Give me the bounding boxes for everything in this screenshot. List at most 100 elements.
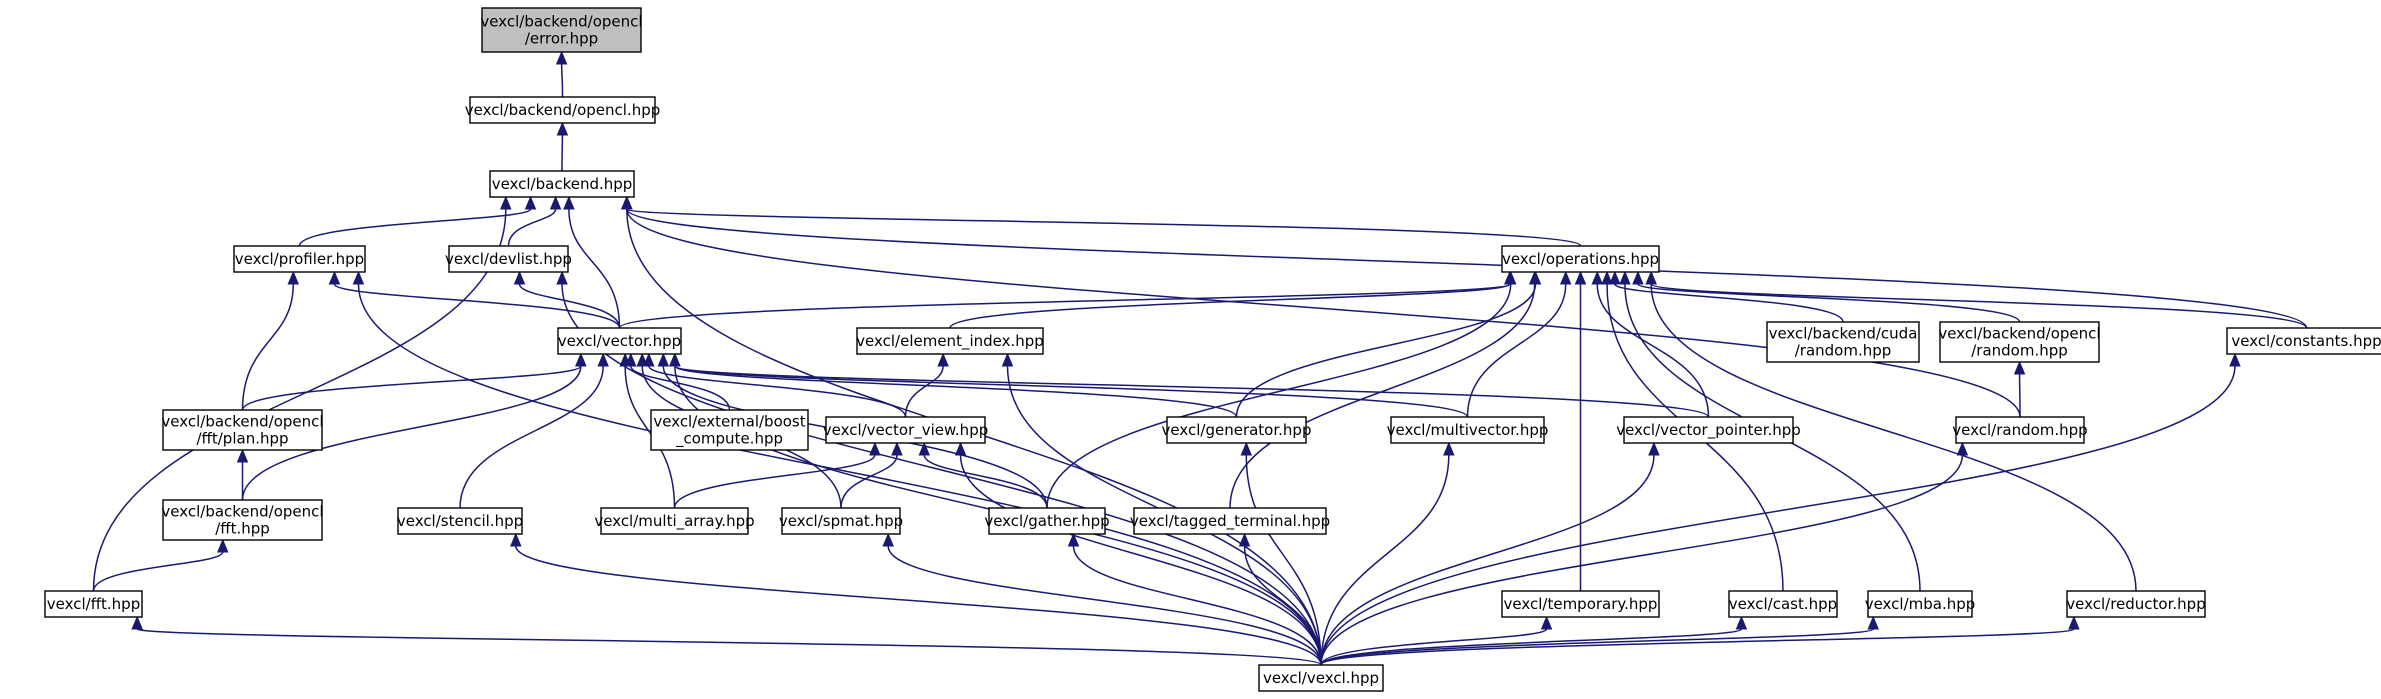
node-multiarray[interactable]: vexcl/multi_array.hpp bbox=[594, 507, 755, 535]
edge-line bbox=[673, 454, 876, 509]
edge-line bbox=[674, 365, 1469, 418]
edge-vexcl-includes-vview bbox=[954, 441, 1322, 666]
edge-backend-includes-opencl bbox=[556, 121, 569, 172]
edge-line bbox=[1320, 628, 2075, 666]
edge-line bbox=[1320, 628, 1548, 666]
arrowhead bbox=[555, 50, 568, 65]
edge-layer bbox=[92, 50, 2308, 666]
edge-vview-includes-elemidx bbox=[904, 352, 949, 418]
arrowhead bbox=[131, 615, 143, 630]
node-gather[interactable]: vexcl/gather.hpp bbox=[984, 507, 1110, 535]
node-box bbox=[1623, 416, 1794, 444]
node-box bbox=[1501, 245, 1660, 273]
node-tagged[interactable]: vexcl/tagged_terminal.hpp bbox=[1130, 507, 1330, 535]
edge-line bbox=[624, 365, 676, 509]
node-vector[interactable]: vexcl/vector.hpp bbox=[557, 327, 682, 355]
arrowhead bbox=[1609, 270, 1621, 285]
edge-vexcl-includes-tagged bbox=[1238, 532, 1322, 666]
arrowhead bbox=[510, 532, 522, 547]
node-label: vexcl/vector_pointer.hpp bbox=[1616, 421, 1801, 440]
edge-vexcl-includes-fft bbox=[131, 615, 1322, 666]
node-label: vexcl/vexcl.hpp bbox=[1263, 669, 1379, 687]
edge-vexcl-includes-constants bbox=[1320, 352, 2241, 666]
node-box bbox=[489, 170, 635, 198]
arrowhead bbox=[669, 352, 681, 367]
edge-vexcl-includes-spmat bbox=[882, 532, 1322, 666]
edge-vexcl-includes-generator bbox=[1240, 441, 1322, 666]
edge-line bbox=[674, 365, 1238, 418]
node-operations[interactable]: vexcl/operations.hpp bbox=[1501, 245, 1660, 273]
node-spmat[interactable]: vexcl/spmat.hpp bbox=[779, 507, 903, 535]
node-reductor[interactable]: vexcl/reductor.hpp bbox=[2066, 590, 2206, 618]
arrowhead bbox=[1067, 532, 1080, 547]
node-box bbox=[856, 327, 1044, 355]
edge-multivector-includes-operations bbox=[1466, 270, 1572, 418]
node-fftplan[interactable]: vexcl/backend/opencl/fft/plan.hpp bbox=[161, 409, 324, 451]
arrowhead bbox=[1648, 441, 1660, 456]
edge-line bbox=[1046, 283, 1512, 509]
node-constants[interactable]: vexcl/constants.hpp bbox=[2226, 327, 2381, 355]
node-label: vexcl/element_index.hpp bbox=[856, 332, 1044, 351]
node-profiler[interactable]: vexcl/profiler.hpp bbox=[233, 245, 366, 273]
arrowhead bbox=[563, 195, 575, 210]
edge-fft-includes-oclfft bbox=[92, 538, 229, 592]
edge-line bbox=[568, 208, 621, 329]
node-boost[interactable]: vexcl/external/boost_compute.hpp bbox=[650, 409, 809, 451]
node-mba[interactable]: vexcl/mba.hpp bbox=[1865, 590, 1976, 618]
edge-random-includes-oclrand bbox=[2013, 360, 2026, 418]
arrowhead bbox=[1238, 532, 1251, 547]
node-box bbox=[1766, 321, 1920, 363]
node-generator[interactable]: vexcl/generator.hpp bbox=[1162, 416, 1312, 444]
node-opencl[interactable]: vexcl/backend/opencl.hpp bbox=[465, 96, 661, 124]
edge-oclfft-includes-vector bbox=[241, 352, 587, 501]
node-vexcl[interactable]: vexcl/vexcl.hpp bbox=[1258, 664, 1384, 692]
node-stencil[interactable]: vexcl/stencil.hpp bbox=[397, 507, 523, 535]
node-label: vexcl/multi_array.hpp bbox=[594, 512, 754, 531]
arrowhead bbox=[891, 441, 903, 456]
edge-vector-includes-devlist bbox=[513, 270, 621, 329]
edge-line bbox=[1245, 454, 1322, 666]
node-label: vexcl/stencil.hpp bbox=[397, 512, 523, 530]
edge-line bbox=[959, 454, 1322, 666]
edge-oclfft-includes-fftplan bbox=[236, 448, 249, 500]
node-random[interactable]: vexcl/random.hpp bbox=[1952, 416, 2088, 444]
edge-gather-includes-vview bbox=[918, 441, 1048, 509]
node-label: vexcl/external/boost bbox=[653, 413, 805, 431]
node-cudarand[interactable]: vexcl/backend/cuda/random.hpp bbox=[1766, 321, 1920, 363]
node-vview[interactable]: vexcl/vector_view.hpp bbox=[823, 416, 988, 444]
node-cast[interactable]: vexcl/cast.hpp bbox=[1728, 590, 1838, 618]
edge-oclrand-includes-operations bbox=[1632, 270, 2021, 323]
edge-line bbox=[241, 283, 295, 411]
arrowhead bbox=[1619, 270, 1631, 285]
edge-line bbox=[518, 283, 621, 329]
node-multivector[interactable]: vexcl/multivector.hpp bbox=[1387, 416, 1549, 444]
arrowhead bbox=[1591, 270, 1603, 285]
node-label: vexcl/mba.hpp bbox=[1865, 595, 1976, 613]
arrowhead bbox=[328, 270, 341, 285]
node-backend[interactable]: vexcl/backend.hpp bbox=[489, 170, 635, 198]
node-fft[interactable]: vexcl/fft.hpp bbox=[44, 590, 143, 618]
node-label: vexcl/backend/opencl bbox=[161, 413, 323, 431]
node-label: vexcl/backend/opencl bbox=[161, 503, 323, 521]
arrowhead bbox=[1601, 270, 1613, 285]
node-box bbox=[650, 409, 809, 451]
node-label: vexcl/backend/opencl.hpp bbox=[465, 101, 661, 119]
arrowhead bbox=[575, 352, 587, 367]
edge-line bbox=[626, 208, 1582, 247]
node-devlist[interactable]: vexcl/devlist.hpp bbox=[445, 245, 572, 273]
node-oclfft[interactable]: vexcl/backend/opencl/fft.hpp bbox=[161, 499, 324, 541]
node-error[interactable]: vexcl/backend/opencl/error.hpp bbox=[480, 7, 643, 53]
edge-line bbox=[949, 283, 1511, 329]
node-elemidx[interactable]: vexcl/element_index.hpp bbox=[856, 327, 1044, 355]
edge-vpointer-includes-operations bbox=[1591, 270, 1710, 418]
node-oclrand[interactable]: vexcl/backend/opencl/random.hpp bbox=[1938, 321, 2101, 363]
node-box bbox=[481, 7, 642, 53]
node-temporary[interactable]: vexcl/temporary.hpp bbox=[1501, 590, 1660, 618]
node-vpointer[interactable]: vexcl/vector_pointer.hpp bbox=[1616, 416, 1801, 444]
arrowhead bbox=[287, 270, 300, 285]
edge-line bbox=[298, 208, 532, 247]
edge-line bbox=[92, 208, 507, 592]
node-label: vexcl/spmat.hpp bbox=[779, 512, 903, 530]
node-box bbox=[1166, 416, 1307, 444]
edge-devlist-includes-backend bbox=[507, 195, 562, 247]
